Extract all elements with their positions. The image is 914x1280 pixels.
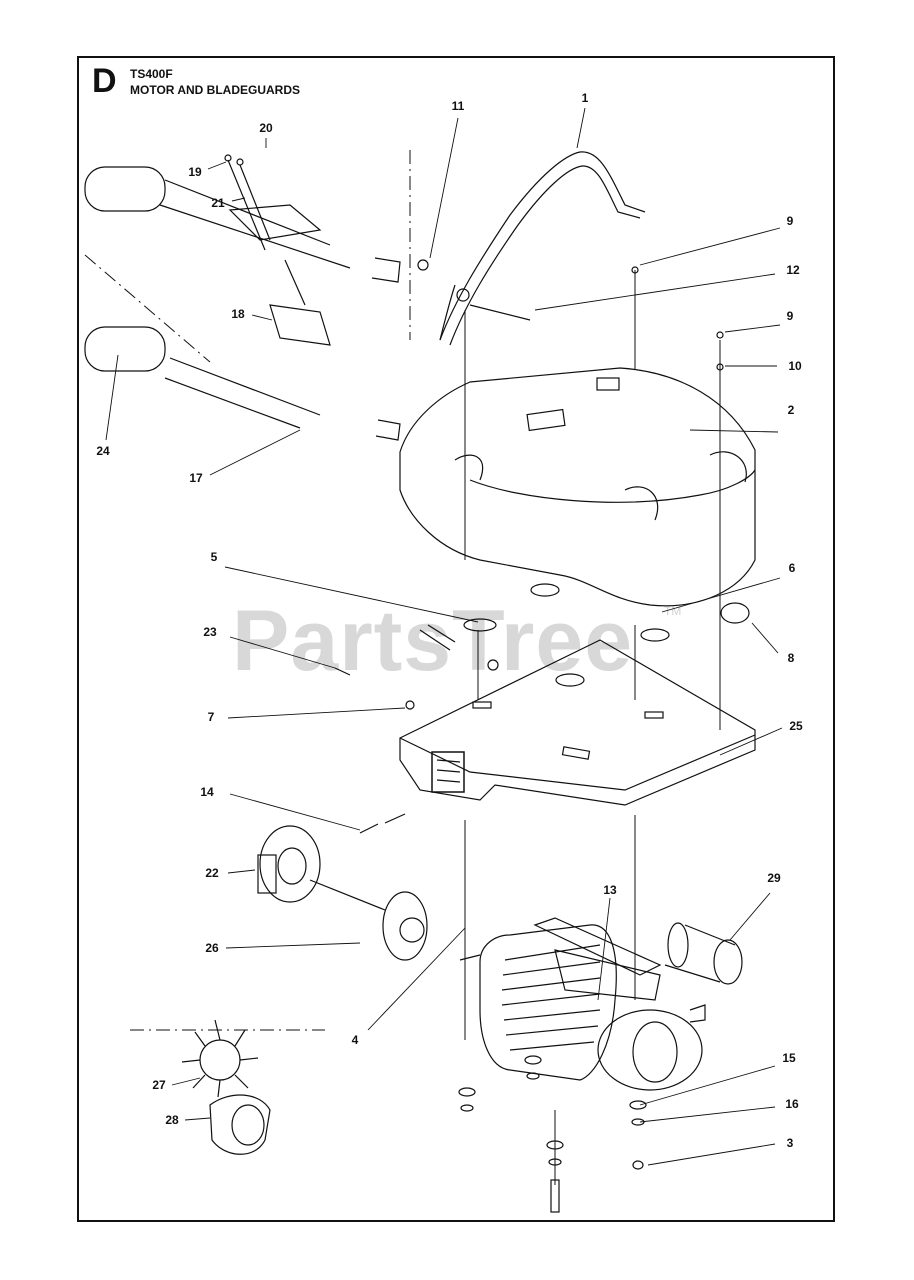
diagram-title: MOTOR AND BLADEGUARDS (130, 83, 300, 97)
callout-3: 3 (786, 1136, 794, 1150)
callout-11: 11 (451, 99, 465, 113)
fasteners (334, 259, 750, 834)
callout-13: 13 (603, 883, 617, 897)
reference-lines (84, 150, 411, 1031)
callout-18: 18 (231, 307, 245, 321)
watermark-text: PartsTree (232, 593, 634, 689)
motor (459, 917, 706, 1091)
handle-bar (439, 151, 646, 346)
callout-14: 14 (200, 785, 214, 799)
model-name: TS400F (130, 67, 173, 81)
callout-24: 24 (96, 444, 110, 458)
handle-tube (84, 166, 401, 441)
callout-4: 4 (351, 1033, 359, 1047)
callout-28: 28 (165, 1113, 179, 1127)
section-letter: D (92, 62, 117, 100)
callout-26: 26 (205, 941, 219, 955)
fan-and-cover (181, 1019, 271, 1155)
callout-29: 29 (767, 871, 781, 885)
base-plate (399, 639, 756, 806)
callout-9-upper: 9 (786, 214, 794, 228)
lever-assembly (224, 154, 331, 346)
callout-10: 10 (788, 359, 802, 373)
callout-23: 23 (203, 625, 217, 639)
callout-17: 17 (189, 471, 203, 485)
diagram-frame (77, 56, 835, 1222)
callout-5: 5 (210, 550, 218, 564)
callout-2: 2 (787, 403, 795, 417)
callout-9-lower: 9 (786, 309, 794, 323)
assembly-lines (464, 270, 721, 1185)
pulley-and-flange (257, 825, 428, 961)
callout-16: 16 (785, 1097, 799, 1111)
callout-15: 15 (782, 1051, 796, 1065)
callout-7: 7 (207, 710, 215, 724)
leader-lines (105, 107, 783, 1166)
callout-27: 27 (152, 1078, 166, 1092)
callout-20: 20 (259, 121, 273, 135)
callout-19: 19 (188, 165, 202, 179)
callout-12: 12 (786, 263, 800, 277)
callout-22: 22 (205, 866, 219, 880)
callout-8: 8 (787, 651, 795, 665)
callout-1: 1 (581, 91, 589, 105)
callout-6: 6 (788, 561, 796, 575)
lower-hardware (458, 1055, 647, 1213)
cylinder-part (664, 922, 743, 985)
callout-21: 21 (211, 196, 225, 210)
upper-guard (399, 367, 756, 607)
callout-25: 25 (789, 719, 803, 733)
